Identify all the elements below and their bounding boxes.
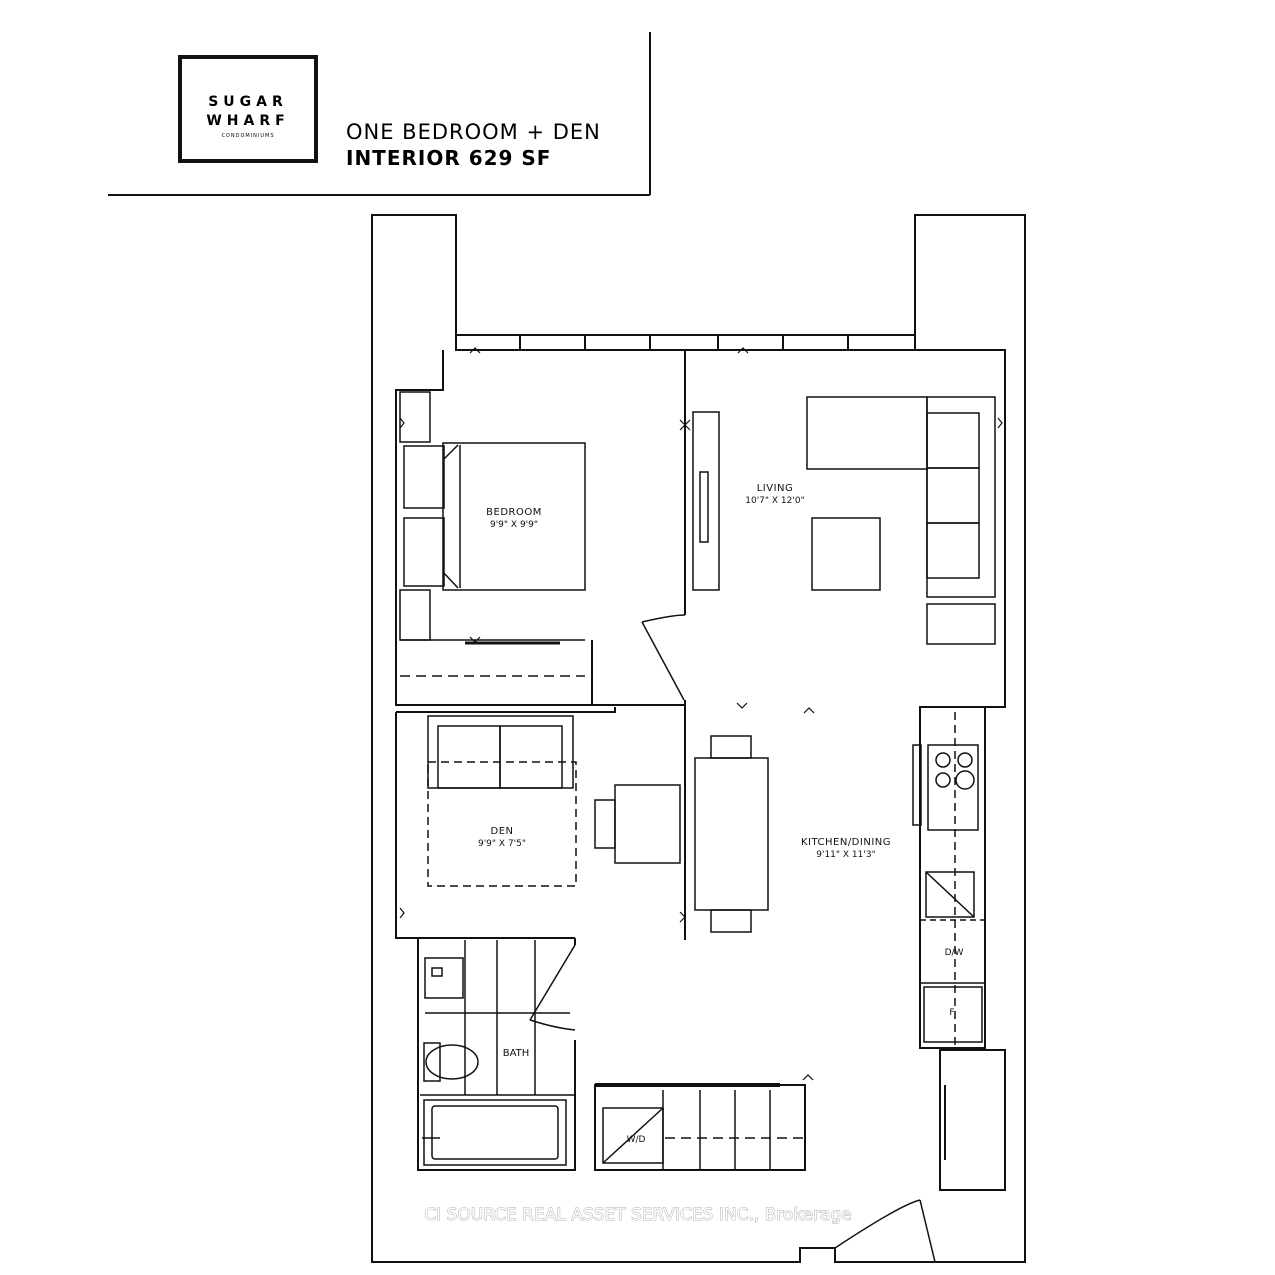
bed: [442, 442, 586, 591]
coffee-table: [811, 517, 881, 591]
den-top-wall: [396, 707, 616, 713]
dining-table: [694, 757, 769, 911]
walls: [371, 214, 1026, 1263]
nightstand-top: [403, 445, 445, 509]
dining-chair-top: [710, 735, 752, 759]
entry-closet: [939, 1049, 1006, 1191]
fridge-label: F: [949, 1008, 954, 1018]
cooktop: [927, 744, 979, 831]
sugar-wharf-logo: SUGAR WHARF CONDOMINIUMS: [178, 55, 318, 163]
desk: [614, 784, 681, 864]
kitchen-dining-dimensions: 9'11" X 11'3": [816, 850, 875, 860]
laundry-fixtures: [602, 1090, 805, 1170]
logo-line-2: WHARF: [206, 113, 289, 129]
bedroom-door-swing: [641, 614, 686, 623]
sectional-sofa-arm: [806, 396, 928, 470]
room-labels: BEDROOM 9'9" X 9'9" LIVING 10'7" X 12'0"…: [478, 483, 964, 1145]
bath-door-swing: [529, 1019, 576, 1031]
bath-wall: [417, 938, 576, 1171]
brokerage-watermark: CI SOURCE REAL ASSET SERVICES INC., Brok…: [424, 1205, 851, 1225]
den-dimensions: 9'9" X 7'5": [478, 839, 526, 849]
fridge: [923, 986, 983, 1043]
den-wall: [395, 712, 575, 939]
interior-area: INTERIOR 629 SF: [346, 146, 551, 170]
entry-door-swing: [834, 1199, 921, 1249]
outer-wall: [371, 214, 1026, 1263]
bedroom-dimensions: 9'9" X 9'9": [490, 520, 538, 530]
bathtub: [423, 1099, 567, 1166]
television: [699, 471, 709, 543]
bedroom-label: BEDROOM: [486, 507, 542, 518]
bathroom-sink: [424, 957, 464, 999]
den-label: DEN: [491, 826, 514, 837]
dining-chair-bottom: [710, 909, 752, 933]
logo-line-3: CONDOMINIUMS: [221, 133, 274, 139]
logo-line-1: SUGAR: [208, 94, 288, 110]
dishwasher-label: D/W: [945, 948, 964, 958]
den-furniture: [427, 715, 681, 887]
toilet: [425, 1044, 479, 1080]
sectional-sofa: [926, 396, 996, 598]
bedroom-wall: [395, 350, 593, 706]
kitchen-counter: [915, 349, 1006, 1049]
kitchen-dining-label: KITCHEN/DINING: [801, 837, 891, 848]
bed-pillows: [442, 444, 459, 589]
kitchen-sink: [925, 871, 975, 918]
living-label: LIVING: [757, 483, 794, 494]
media-console: [692, 411, 720, 591]
window-wall: [455, 335, 916, 351]
markers: [399, 347, 1003, 1081]
bath-label: BATH: [503, 1048, 530, 1059]
ottoman: [926, 603, 996, 645]
bedroom-furniture: [399, 391, 586, 677]
unit-type-title: ONE BEDROOM + DEN: [346, 120, 601, 144]
den-rug: [427, 761, 577, 887]
dining-furniture: [694, 735, 769, 933]
doors: [529, 614, 936, 1263]
nightstand-bottom: [403, 517, 445, 587]
kitchen-fixtures: [912, 712, 985, 1045]
desk-chair: [594, 799, 616, 849]
living-dimensions: 10'7" X 12'0": [745, 496, 804, 506]
living-furniture: [692, 396, 996, 645]
logo-frame: [178, 55, 318, 163]
header: [108, 32, 651, 196]
bath-fixtures: [420, 940, 575, 1166]
washer-dryer-label: W/D: [627, 1135, 646, 1145]
